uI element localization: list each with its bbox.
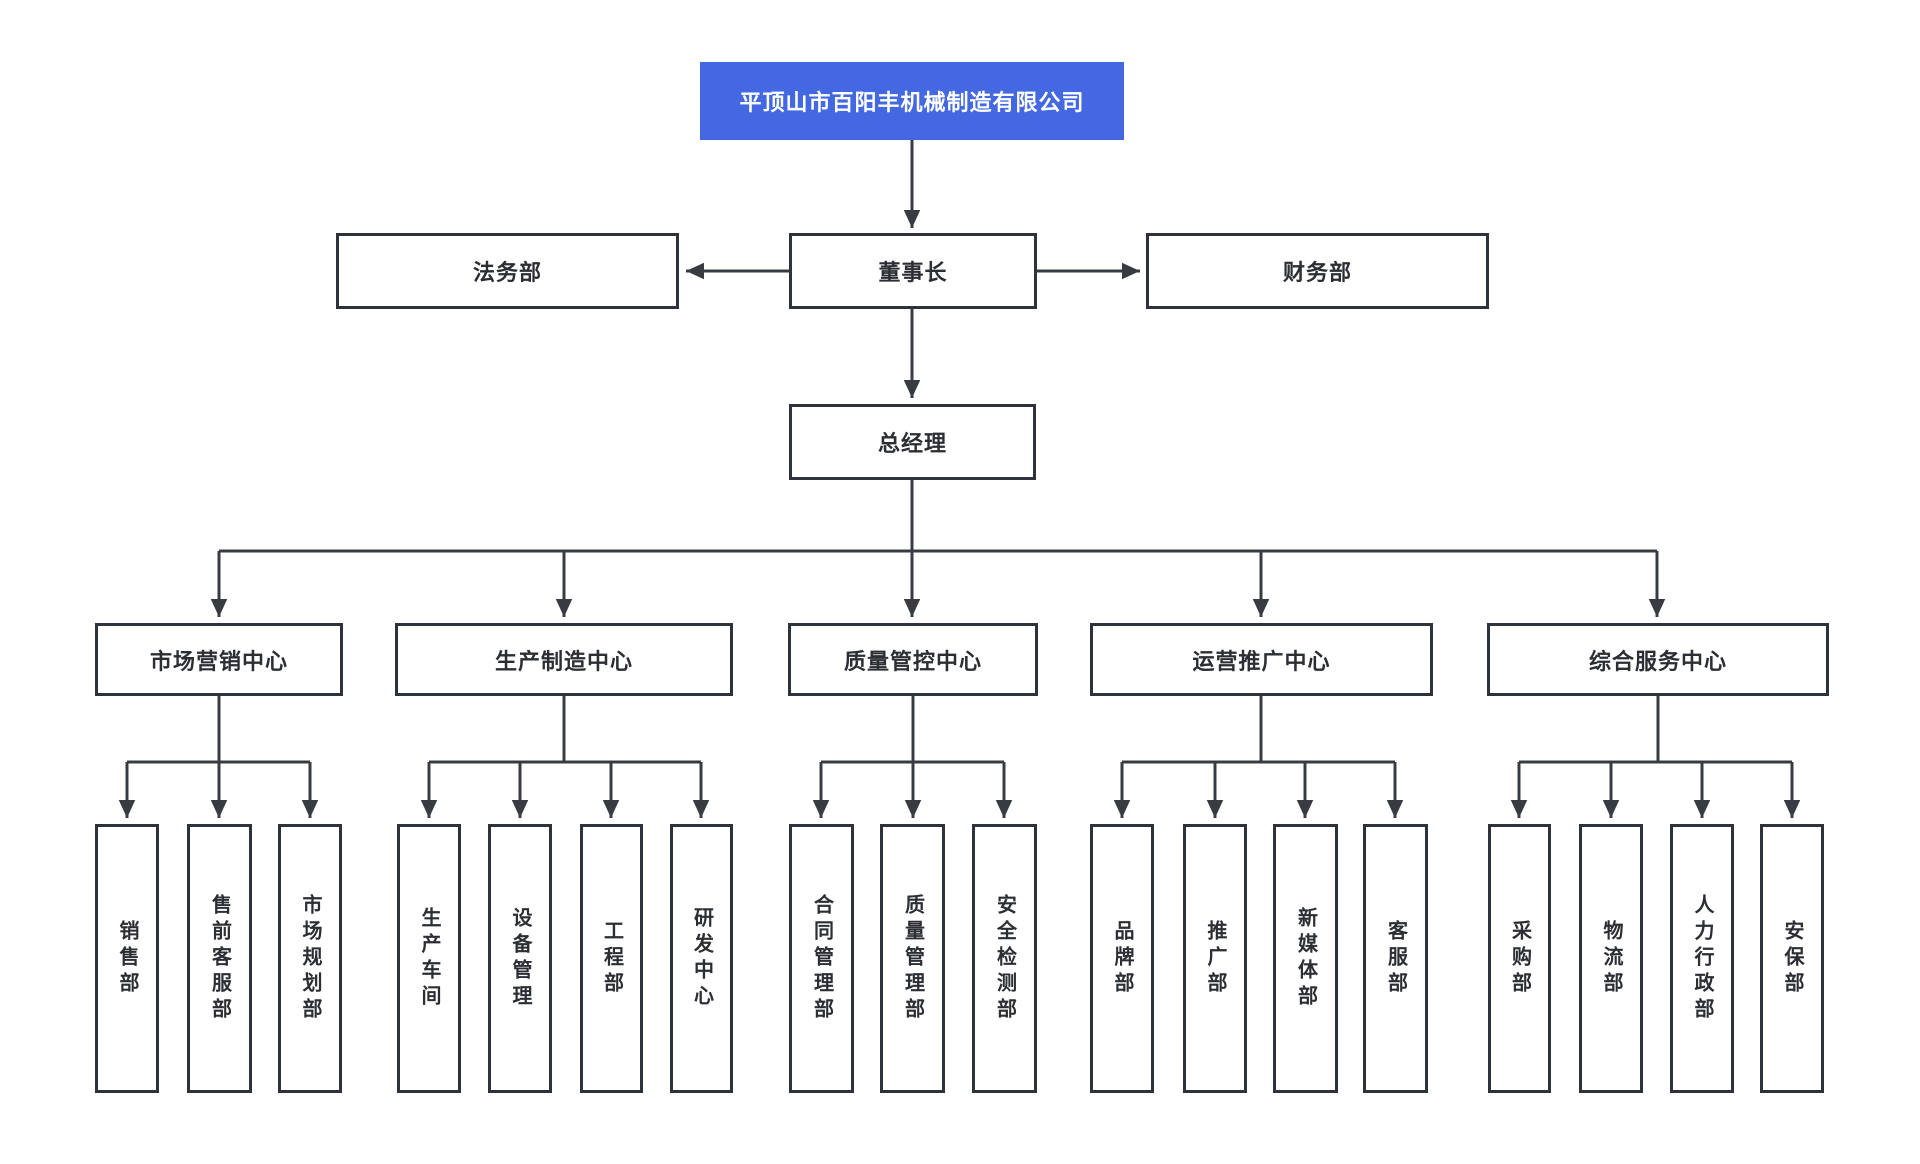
engineering-dept-label: 工程部 bbox=[600, 919, 623, 998]
node-chairman[interactable]: 董事长 bbox=[789, 233, 1037, 309]
node-company-root[interactable]: 平顶山市百阳丰机械制造有限公司 bbox=[700, 62, 1124, 140]
node-finance-dept[interactable]: 财务部 bbox=[1146, 233, 1489, 309]
leaf-rd-center[interactable]: 研发中心 bbox=[670, 824, 733, 1093]
node-legal-dept[interactable]: 法务部 bbox=[336, 233, 679, 309]
node-center-marketing[interactable]: 市场营销中心 bbox=[95, 623, 343, 696]
equipment-management-label: 设备管理 bbox=[509, 906, 531, 1011]
leaf-production-workshop[interactable]: 生产车间 bbox=[397, 824, 461, 1093]
company-name-label: 平顶山市百阳丰机械制造有限公司 bbox=[739, 90, 1085, 115]
node-center-production[interactable]: 生产制造中心 bbox=[395, 623, 733, 696]
connector-gm-bus bbox=[219, 480, 1657, 553]
general-manager-label: 总经理 bbox=[877, 431, 947, 456]
presales-service-dept-label: 售前客服部 bbox=[208, 893, 231, 1024]
leaf-engineering-dept[interactable]: 工程部 bbox=[580, 824, 643, 1093]
production-workshop-label: 生产车间 bbox=[418, 906, 440, 1011]
leaf-safety-inspection-dept[interactable]: 安全检测部 bbox=[972, 824, 1037, 1093]
center-marketing-label: 市场营销中心 bbox=[149, 648, 288, 674]
connector-marketing-bus bbox=[127, 696, 310, 764]
contract-management-dept-label: 合同管理部 bbox=[810, 893, 833, 1024]
center-production-label: 生产制造中心 bbox=[494, 648, 633, 674]
sales-dept-label: 销售部 bbox=[116, 919, 138, 998]
hr-admin-dept-label: 人力行政部 bbox=[1691, 893, 1713, 1024]
rd-center-label: 研发中心 bbox=[690, 906, 713, 1011]
leaf-quality-management-dept[interactable]: 质量管理部 bbox=[880, 824, 945, 1093]
node-center-operations[interactable]: 运营推广中心 bbox=[1090, 623, 1433, 696]
leaf-customer-service-dept[interactable]: 客服部 bbox=[1363, 824, 1428, 1093]
leaf-new-media-dept[interactable]: 新媒体部 bbox=[1273, 824, 1338, 1093]
center-quality-label: 质量管控中心 bbox=[843, 648, 982, 674]
leaf-presales-service-dept[interactable]: 售前客服部 bbox=[187, 824, 252, 1093]
customer-service-dept-label: 客服部 bbox=[1384, 919, 1407, 998]
leaf-promotion-dept[interactable]: 推广部 bbox=[1183, 824, 1247, 1093]
node-general-manager[interactable]: 总经理 bbox=[789, 404, 1036, 480]
connector-production-bus bbox=[429, 696, 701, 764]
connector-quality-bus bbox=[821, 696, 1004, 764]
leaf-procurement-dept[interactable]: 采购部 bbox=[1488, 824, 1551, 1093]
leaf-brand-dept[interactable]: 品牌部 bbox=[1090, 824, 1154, 1093]
new-media-dept-label: 新媒体部 bbox=[1294, 906, 1317, 1011]
safety-inspection-dept-label: 安全检测部 bbox=[993, 893, 1016, 1024]
leaf-market-planning-dept[interactable]: 市场规划部 bbox=[278, 824, 342, 1093]
quality-management-dept-label: 质量管理部 bbox=[901, 893, 924, 1024]
finance-dept-label: 财务部 bbox=[1282, 260, 1352, 285]
center-operations-label: 运营推广中心 bbox=[1192, 648, 1331, 674]
leaf-sales-dept[interactable]: 销售部 bbox=[95, 824, 159, 1093]
center-services-label: 综合服务中心 bbox=[1588, 648, 1727, 674]
leaf-security-dept[interactable]: 安保部 bbox=[1760, 824, 1824, 1093]
leaf-logistics-dept[interactable]: 物流部 bbox=[1579, 824, 1643, 1093]
node-center-services[interactable]: 综合服务中心 bbox=[1487, 623, 1829, 696]
chairman-label: 董事长 bbox=[878, 260, 948, 285]
connector-operations-bus bbox=[1122, 696, 1395, 764]
brand-dept-label: 品牌部 bbox=[1111, 919, 1133, 998]
legal-dept-label: 法务部 bbox=[472, 260, 542, 285]
connector-services-bus bbox=[1519, 696, 1792, 764]
leaf-hr-admin-dept[interactable]: 人力行政部 bbox=[1670, 824, 1734, 1093]
security-dept-label: 安保部 bbox=[1781, 919, 1803, 998]
logistics-dept-label: 物流部 bbox=[1600, 919, 1622, 998]
procurement-dept-label: 采购部 bbox=[1508, 919, 1531, 998]
leaf-contract-management-dept[interactable]: 合同管理部 bbox=[789, 824, 854, 1093]
promotion-dept-label: 推广部 bbox=[1204, 919, 1226, 998]
market-planning-dept-label: 市场规划部 bbox=[299, 893, 321, 1024]
node-center-quality[interactable]: 质量管控中心 bbox=[788, 623, 1038, 696]
leaf-equipment-management[interactable]: 设备管理 bbox=[488, 824, 552, 1093]
